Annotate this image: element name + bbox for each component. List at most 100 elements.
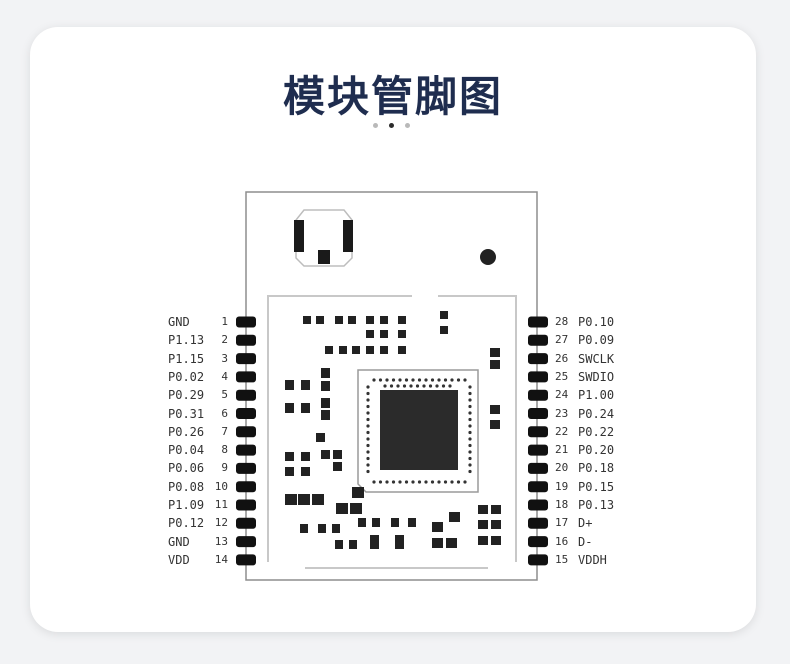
smd-pad [325,346,333,354]
pin-number-right: 20 [555,461,569,475]
chip-ball [450,378,454,382]
chip-ball [468,437,472,441]
pin-number-left: 13 [214,534,228,548]
chip-ball [409,384,413,388]
pin-name-right: P0.13 [578,498,615,512]
smd-pad [491,536,501,545]
smd-pad [478,505,488,514]
pin-name-right: P0.15 [578,479,615,494]
smd-pad [316,433,325,442]
smd-pad [398,316,406,324]
chip-ball [366,443,370,448]
chip-ball [366,463,370,467]
smd-pad [358,518,366,527]
smd-pad [349,540,357,549]
pin-number-left: 8 [221,443,228,457]
smd-pad [301,452,310,461]
pin-pad-left [236,353,256,365]
chip-ball [428,384,433,388]
smd-pad [321,368,330,378]
pin-name-right: VDDH [578,552,607,567]
pin-name-left: P0.04 [168,443,205,458]
pin-pad-right [528,554,548,566]
chip-ball [468,398,472,402]
smd-pad [285,380,294,390]
pin-name-left: P0.02 [168,369,205,384]
smd-pad [298,494,310,505]
chip-ball [468,430,472,435]
smd-pad [449,512,460,522]
chip-ball [437,378,441,382]
chip-outline [357,369,479,493]
chip-ball [468,411,472,415]
pin-name-left: P0.06 [168,461,205,476]
chip-ball [366,430,370,435]
pin-pad-right [528,499,548,511]
smd-pad [285,452,294,461]
chip-ball [441,384,446,388]
chip-ball [366,385,370,389]
pin-pad-right [528,426,548,438]
chip-ball [468,404,472,409]
chip-ball [366,398,370,402]
chip-ball [366,437,370,441]
pin-pad-right [528,334,548,346]
smd-pad [333,462,342,471]
smd-pad [491,505,501,514]
chip-ball [468,443,472,448]
chip-ball [385,480,389,484]
chip-ball [463,378,467,382]
pin-pad-right [528,353,548,365]
chip-ball-grid [366,378,472,484]
smd-pad [321,381,330,391]
pagination-dot[interactable] [405,123,410,128]
chip-ball [468,463,472,467]
pin-pad-right [528,481,548,493]
antenna-pad-right [343,220,353,252]
smd-pad [333,450,342,459]
smd-pad [366,330,374,338]
pin-name-left: P0.26 [168,424,205,439]
chip-ball [456,378,461,382]
antenna-pad-left [294,220,304,252]
smd-pad [446,538,457,548]
smd-pad [380,316,388,324]
pagination-dot-active[interactable] [389,123,394,128]
antenna-pad-bottom [318,250,330,264]
pin-pad-right [528,517,548,529]
smd-pad [348,316,356,324]
chip-ball [398,378,402,382]
chip-ball [389,384,394,388]
chip-ball [366,424,370,428]
pin-pad-right [528,371,548,383]
chip-ball [468,385,472,389]
smd-pad [398,330,406,338]
pin-pad-left [236,389,256,401]
smd-pad [285,494,297,505]
pin-pad-right [528,462,548,474]
chip-ball [468,450,472,454]
chip-ball [424,480,428,484]
smd-pad [372,518,380,527]
chip-ball [385,378,389,382]
chip-ball [443,378,448,382]
chip-ball [448,384,452,388]
pin-name-left: GND [168,534,190,549]
pagination-dots [373,123,413,129]
smd-pad [490,405,500,414]
pin-number-left: 11 [214,498,228,511]
smd-pad [391,518,399,527]
pagination-dot[interactable] [373,123,378,128]
chip-ball [450,480,454,484]
pin-number-right: 17 [555,516,569,530]
pin-pad-right [528,444,548,456]
chip-ball [424,378,428,382]
fiducial-dot [480,249,496,265]
pin-number-right: 24 [555,388,569,402]
smd-pad [301,380,310,390]
chip-ball [468,424,472,428]
chip-ball [366,450,370,454]
smd-pad [490,420,500,429]
pin-pad-left [236,517,256,529]
chip-ball [372,378,376,382]
